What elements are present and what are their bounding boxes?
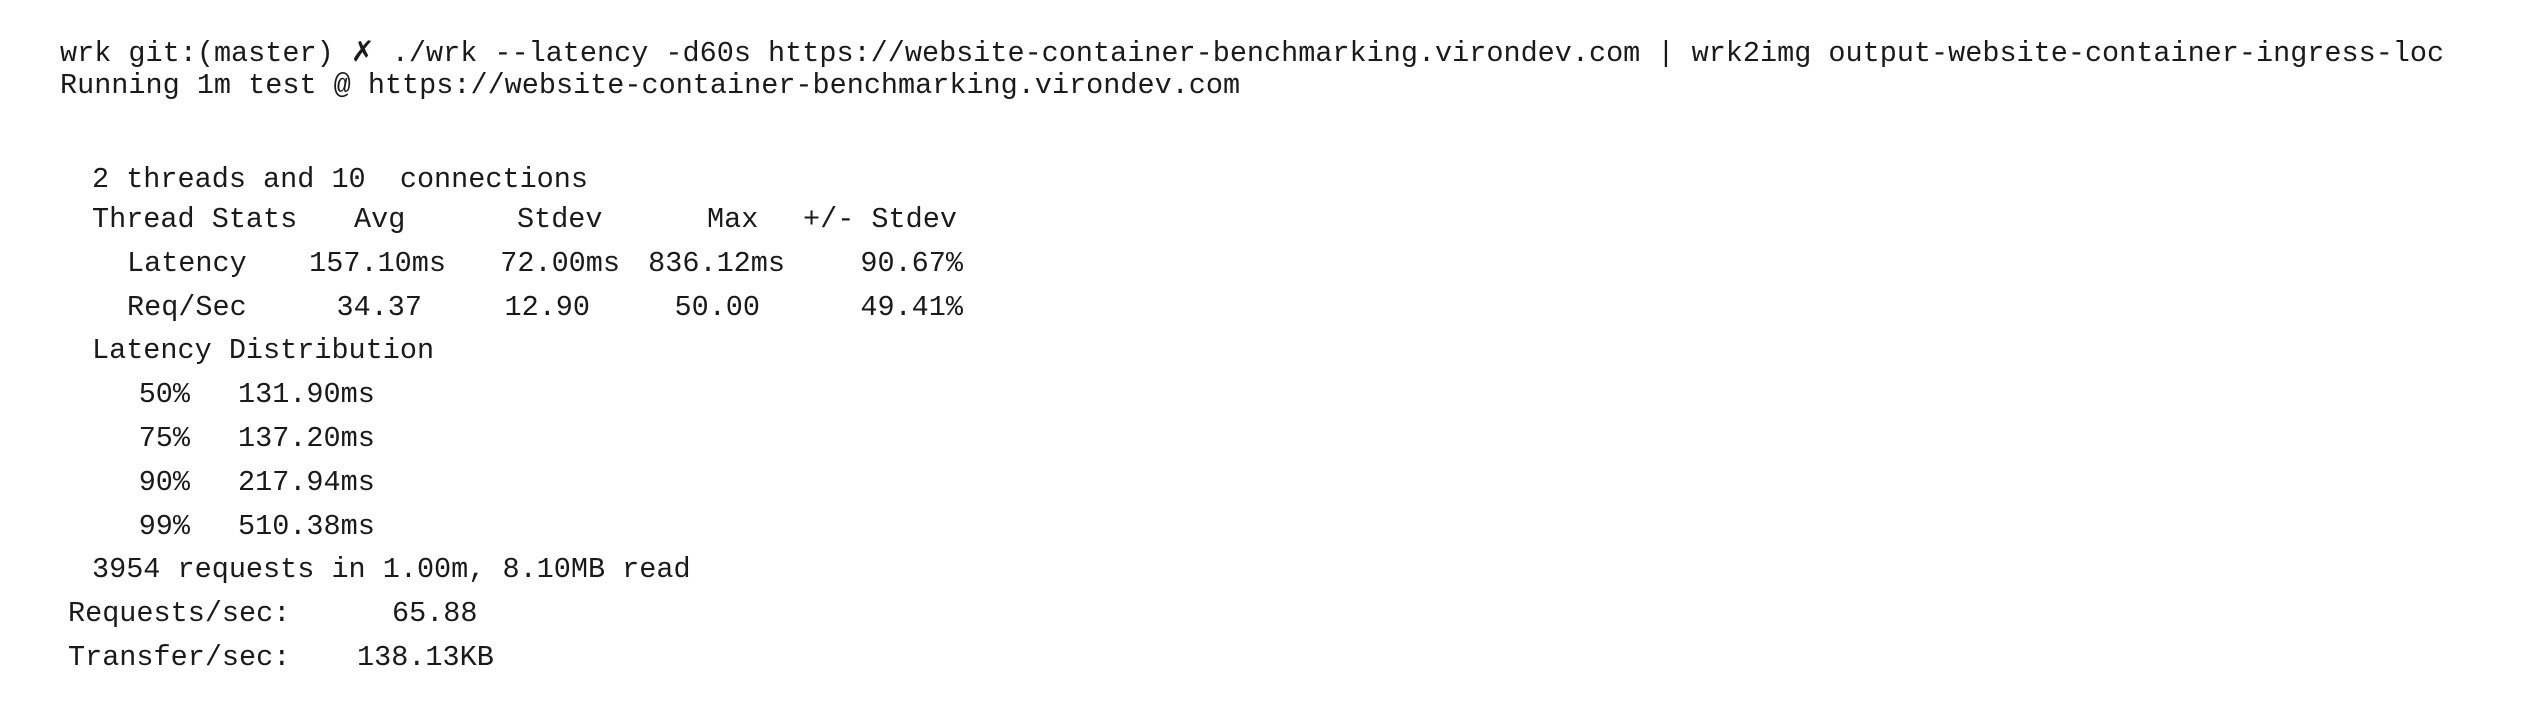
distribution-value: 137.20ms xyxy=(238,422,375,455)
stats-header-avg: Avg xyxy=(354,203,406,236)
requests-per-sec-value: 65.88 xyxy=(392,597,478,630)
stats-row-pm-stdev: 49.41% xyxy=(860,291,963,324)
stats-row-pm-stdev: 90.67% xyxy=(860,247,963,280)
dirty-mark-icon: ✗ xyxy=(350,35,375,68)
prompt-user: wrk xyxy=(60,37,112,70)
distribution-value: 131.90ms xyxy=(238,378,375,411)
stats-row-max: 836.12ms xyxy=(648,247,785,280)
running-line: Running 1m test @ https://website-contai… xyxy=(60,69,1241,102)
stats-row-avg: 34.37 xyxy=(336,291,422,324)
requests-per-sec-label: Requests/sec: xyxy=(68,597,291,630)
command-line: wrk git:(master) ✗ ./wrk --latency -d60s… xyxy=(60,35,2444,71)
requests-summary: 3954 requests in 1.00m, 8.10MB read xyxy=(92,553,691,586)
transfer-per-sec-value: 138.13KB xyxy=(357,641,494,674)
distribution-percentile: 50% xyxy=(138,378,190,411)
stats-row-stdev: 72.00ms xyxy=(500,247,620,280)
stats-header-max: Max xyxy=(707,203,759,236)
distribution-value: 217.94ms xyxy=(238,466,375,499)
stats-header-label: Thread Stats xyxy=(92,203,298,236)
distribution-value: 510.38ms xyxy=(238,510,375,543)
stats-row-label: Latency xyxy=(127,247,247,280)
distribution-title: Latency Distribution xyxy=(92,334,435,367)
distribution-percentile: 99% xyxy=(138,510,190,543)
stats-row-label: Req/Sec xyxy=(127,291,247,324)
stats-row-stdev: 12.90 xyxy=(504,291,590,324)
stats-row-max: 50.00 xyxy=(674,291,760,324)
distribution-percentile: 90% xyxy=(138,466,190,499)
distribution-percentile: 75% xyxy=(138,422,190,455)
stats-header-pm-stdev: +/- Stdev xyxy=(803,203,957,236)
stats-row-avg: 157.10ms xyxy=(309,247,446,280)
prompt-branch: (master) xyxy=(196,37,334,70)
prompt-vcs: git: xyxy=(128,37,197,70)
stats-header-stdev: Stdev xyxy=(517,203,603,236)
threads-connections: 2 threads and 10 connections xyxy=(92,163,588,196)
transfer-per-sec-label: Transfer/sec: xyxy=(68,641,291,674)
prompt-command: ./wrk --latency -d60s https://website-co… xyxy=(391,37,2445,70)
